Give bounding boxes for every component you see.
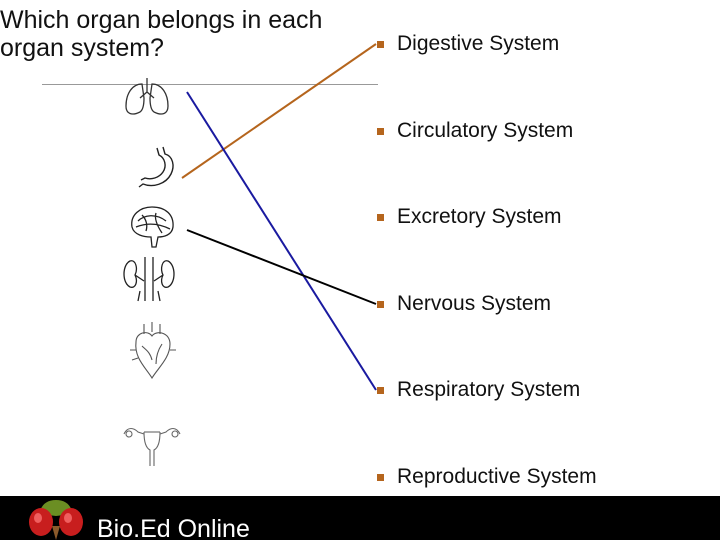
system-item-respiratory: Respiratory System [397, 378, 581, 401]
brain-icon [131, 206, 174, 248]
brain-to-nervous-line [186, 229, 377, 305]
system-item-nervous: Nervous System [397, 292, 552, 315]
brand-name: Bio.Ed Online [97, 515, 250, 543]
lungs-icon [125, 78, 169, 115]
heart-icon [130, 322, 176, 380]
system-item-excretory: Excretory System [397, 205, 562, 228]
stomach-icon [138, 146, 174, 188]
list-bullet [377, 41, 384, 48]
lungs-to-respiratory-line [186, 91, 377, 391]
list-bullet [377, 128, 384, 135]
title-divider [42, 84, 378, 85]
system-item-digestive: Digestive System [397, 32, 560, 55]
fly-head-logo [29, 500, 83, 540]
list-bullet [377, 301, 384, 308]
connection-lines [181, 43, 377, 391]
kidneys-icon [123, 257, 175, 302]
list-bullet [377, 387, 384, 394]
footer-bar [0, 496, 720, 540]
list-bullet [377, 214, 384, 221]
system-item-reproductive: Reproductive System [397, 465, 597, 488]
uterus-icon [123, 427, 181, 466]
list-bullet [377, 474, 384, 481]
page-title: Which organ belongs in each organ system… [0, 6, 323, 62]
stomach-to-digestive-line [181, 43, 377, 179]
system-item-circulatory: Circulatory System [397, 119, 574, 142]
